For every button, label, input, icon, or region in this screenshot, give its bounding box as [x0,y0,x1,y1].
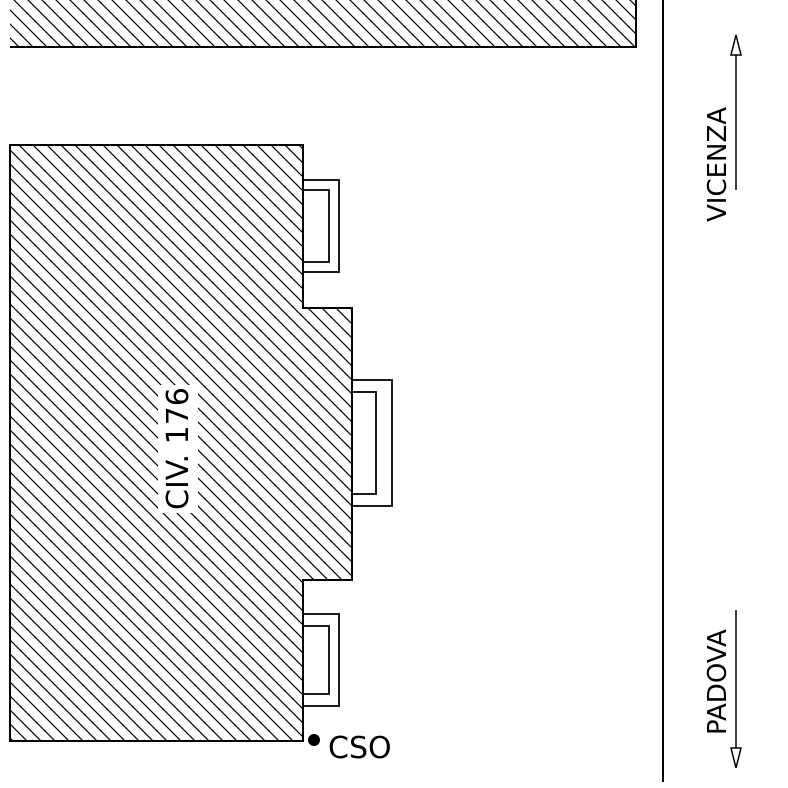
marker-dot-icon [308,734,320,746]
direction-south-label: PADOVA [703,629,733,735]
direction-north-label: VICENZA [703,107,733,222]
balcony-lower [302,613,340,707]
marker-label: CSO [328,731,392,766]
arrow-up-icon [730,34,742,56]
balcony-middle [351,379,393,507]
balcony-upper [302,179,340,273]
upper-building [10,0,637,48]
arrow-down-icon [730,747,742,769]
building-number-label: CIV. 176 [161,387,196,510]
direction-south-indicator: PADOVA [703,610,742,769]
direction-north-indicator: VICENZA [703,34,742,222]
